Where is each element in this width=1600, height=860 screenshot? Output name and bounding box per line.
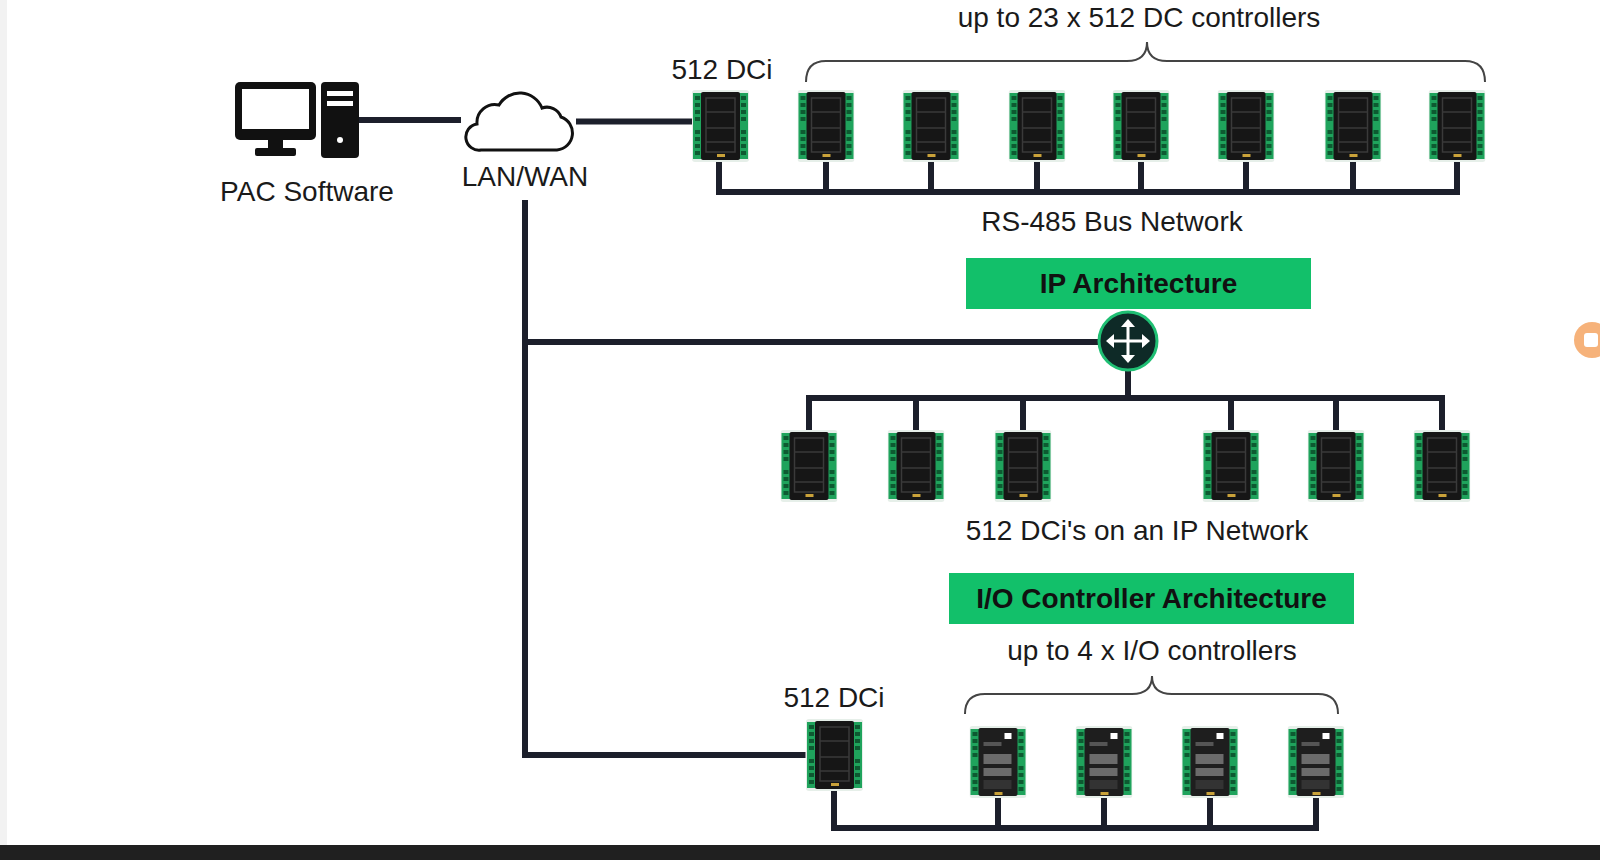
dc-controller: [781, 430, 838, 502]
dc-controller: [1218, 90, 1275, 162]
dc-controller: [903, 90, 960, 162]
network-link: [576, 119, 692, 125]
side-handle-icon: [1584, 333, 1598, 347]
bottom-bar: [0, 845, 1600, 860]
dc-controller: [1203, 430, 1260, 502]
dc-controller: [995, 430, 1052, 502]
pc-graphic: [235, 82, 359, 158]
bus-wire: [716, 160, 1460, 192]
io-controller: [970, 726, 1027, 798]
network-switch: [1099, 312, 1157, 370]
node-label: PAC Software: [212, 176, 402, 208]
ip-network-wires: [522, 342, 1445, 432]
bus-wire: [831, 789, 1319, 828]
dci-graphic: [806, 719, 863, 791]
dc-controller: [1113, 90, 1170, 162]
dc-controller: [1325, 90, 1382, 162]
dc-controller: [1009, 90, 1066, 162]
network-link: [525, 200, 806, 755]
controller-node: 512 DCi: [774, 682, 894, 794]
node-label: I/O Controller Architecture: [949, 573, 1354, 624]
group-bracket: [806, 42, 1485, 82]
io-controller: [1288, 726, 1345, 798]
cloud-icon: [461, 90, 576, 153]
annotation-label: up to 4 x I/O controllers: [852, 635, 1452, 667]
workstation: PAC Software: [212, 80, 402, 208]
router-link: [522, 339, 1100, 345]
annotation-label: up to 23 x 512 DC controllers: [839, 2, 1439, 34]
switch-arrowheads: [1106, 319, 1150, 363]
side-handle: [1574, 322, 1600, 358]
page-edge: [0, 0, 7, 845]
io-controller: [1076, 726, 1133, 798]
switch-body: [1099, 312, 1157, 370]
dc-controller: [1308, 430, 1365, 502]
section-band: I/O Controller Architecture: [949, 573, 1354, 624]
pc-icon: [235, 82, 359, 158]
dc-controller: [1414, 430, 1471, 502]
node-label: IP Architecture: [966, 258, 1311, 309]
network-link: [359, 117, 461, 123]
dc-controller: [888, 430, 945, 502]
dci-icon: [806, 719, 863, 791]
ip-wire: [806, 368, 1445, 432]
node-label: 512 DCi: [774, 682, 894, 714]
cloud-graphic: [466, 93, 573, 150]
io-controller: [1182, 726, 1239, 798]
node-label: LAN/WAN: [450, 161, 600, 193]
rs485-bus: [716, 160, 1460, 192]
node-label: 512 DCi: [662, 54, 782, 86]
annotation-label: 512 DCi's on an IP Network: [837, 515, 1437, 547]
dc-controller: [798, 90, 855, 162]
switch-arrows: [1113, 326, 1143, 356]
io-bus: [831, 789, 1319, 828]
dc-controller: [1429, 90, 1486, 162]
section-band: IP Architecture: [966, 258, 1311, 309]
dci-graphic: [692, 90, 749, 162]
controller-node: 512 DCi: [662, 52, 782, 164]
dci-icon: [692, 90, 749, 162]
annotation-label: RS-485 Bus Network: [812, 206, 1412, 238]
network-cloud: LAN/WAN: [450, 88, 600, 200]
group-bracket: [965, 676, 1338, 714]
